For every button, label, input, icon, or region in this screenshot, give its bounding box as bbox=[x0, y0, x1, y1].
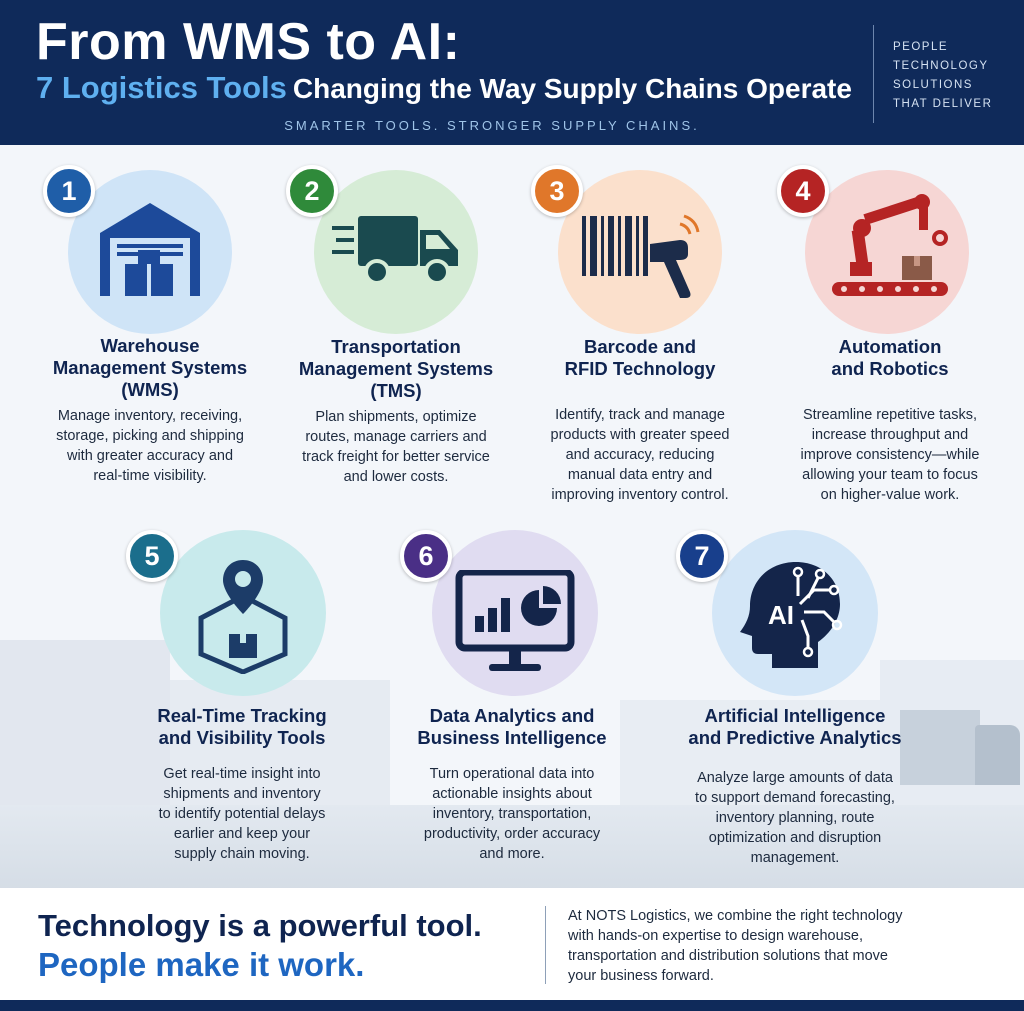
title-rest: Changing the Way Supply Chains Operate bbox=[292, 73, 852, 104]
brand-tagline: PEOPLE TECHNOLOGY SOLUTIONS THAT DELIVER bbox=[893, 38, 1018, 114]
step-badge: 3 bbox=[531, 165, 583, 217]
icon-circle bbox=[805, 170, 969, 334]
tool-description: Analyze large amounts of data to support… bbox=[695, 770, 895, 866]
step-badge: 4 bbox=[777, 165, 829, 217]
footer-headline: Technology is a powerful tool. bbox=[38, 908, 482, 943]
svg-text:AI: AI bbox=[768, 600, 794, 630]
tool-title: Real-Time Tracking and Visibility Tools bbox=[157, 705, 327, 748]
tool-description: Plan shipments, optimize routes, manage … bbox=[302, 409, 490, 485]
tool-description: Get real-time insight into shipments and… bbox=[158, 766, 326, 862]
background-building bbox=[170, 680, 390, 810]
step-badge: 1 bbox=[43, 165, 95, 217]
tool-description: Turn operational data into actionable in… bbox=[423, 766, 601, 862]
background-truck-icon bbox=[900, 710, 980, 785]
footer-section: Technology is a powerful tool. People ma… bbox=[0, 888, 1024, 1000]
tool-description: Streamline repetitive tasks, increase th… bbox=[800, 407, 980, 503]
tool-title: Data Analytics and Business Intelligence bbox=[417, 705, 607, 748]
tool-title: Warehouse Management Systems (WMS) bbox=[52, 335, 248, 400]
brand-line: SOLUTIONS bbox=[893, 79, 973, 91]
background-road bbox=[0, 805, 1024, 890]
header-divider bbox=[873, 25, 874, 123]
step-badge: 7 bbox=[676, 530, 728, 582]
brand-line: PEOPLE bbox=[893, 41, 949, 53]
footer-description: At NOTS Logistics, we combine the right … bbox=[568, 908, 903, 984]
title-highlight: 7 Logistics Tools bbox=[36, 70, 287, 105]
brand-line: TECHNOLOGY bbox=[893, 60, 989, 72]
brand-line: THAT DELIVER bbox=[893, 98, 993, 110]
background-building bbox=[620, 700, 880, 810]
step-badge: 2 bbox=[286, 165, 338, 217]
background-warehouse-scene bbox=[0, 600, 1024, 890]
background-building bbox=[0, 640, 170, 810]
tool-title: Artificial Intelligence and Predictive A… bbox=[688, 705, 902, 748]
page-title: From WMS to AI: bbox=[36, 13, 461, 71]
background-truck-cab bbox=[975, 725, 1020, 785]
step-badge: 5 bbox=[126, 530, 178, 582]
tagline: SMARTER TOOLS. STRONGER SUPPLY CHAINS. bbox=[284, 118, 700, 133]
bottom-bar bbox=[0, 1000, 1024, 1011]
tool-title: Automation and Robotics bbox=[831, 336, 949, 379]
footer-subheadline: People make it work. bbox=[38, 946, 365, 983]
tool-title: Barcode and RFID Technology bbox=[564, 336, 716, 379]
tool-description: Identify, track and manage products with… bbox=[550, 407, 730, 503]
footer-divider bbox=[545, 906, 546, 984]
step-badge: 6 bbox=[400, 530, 452, 582]
tool-description: Manage inventory, receiving, storage, pi… bbox=[56, 408, 244, 484]
tool-title: Transportation Management Systems (TMS) bbox=[298, 336, 494, 401]
